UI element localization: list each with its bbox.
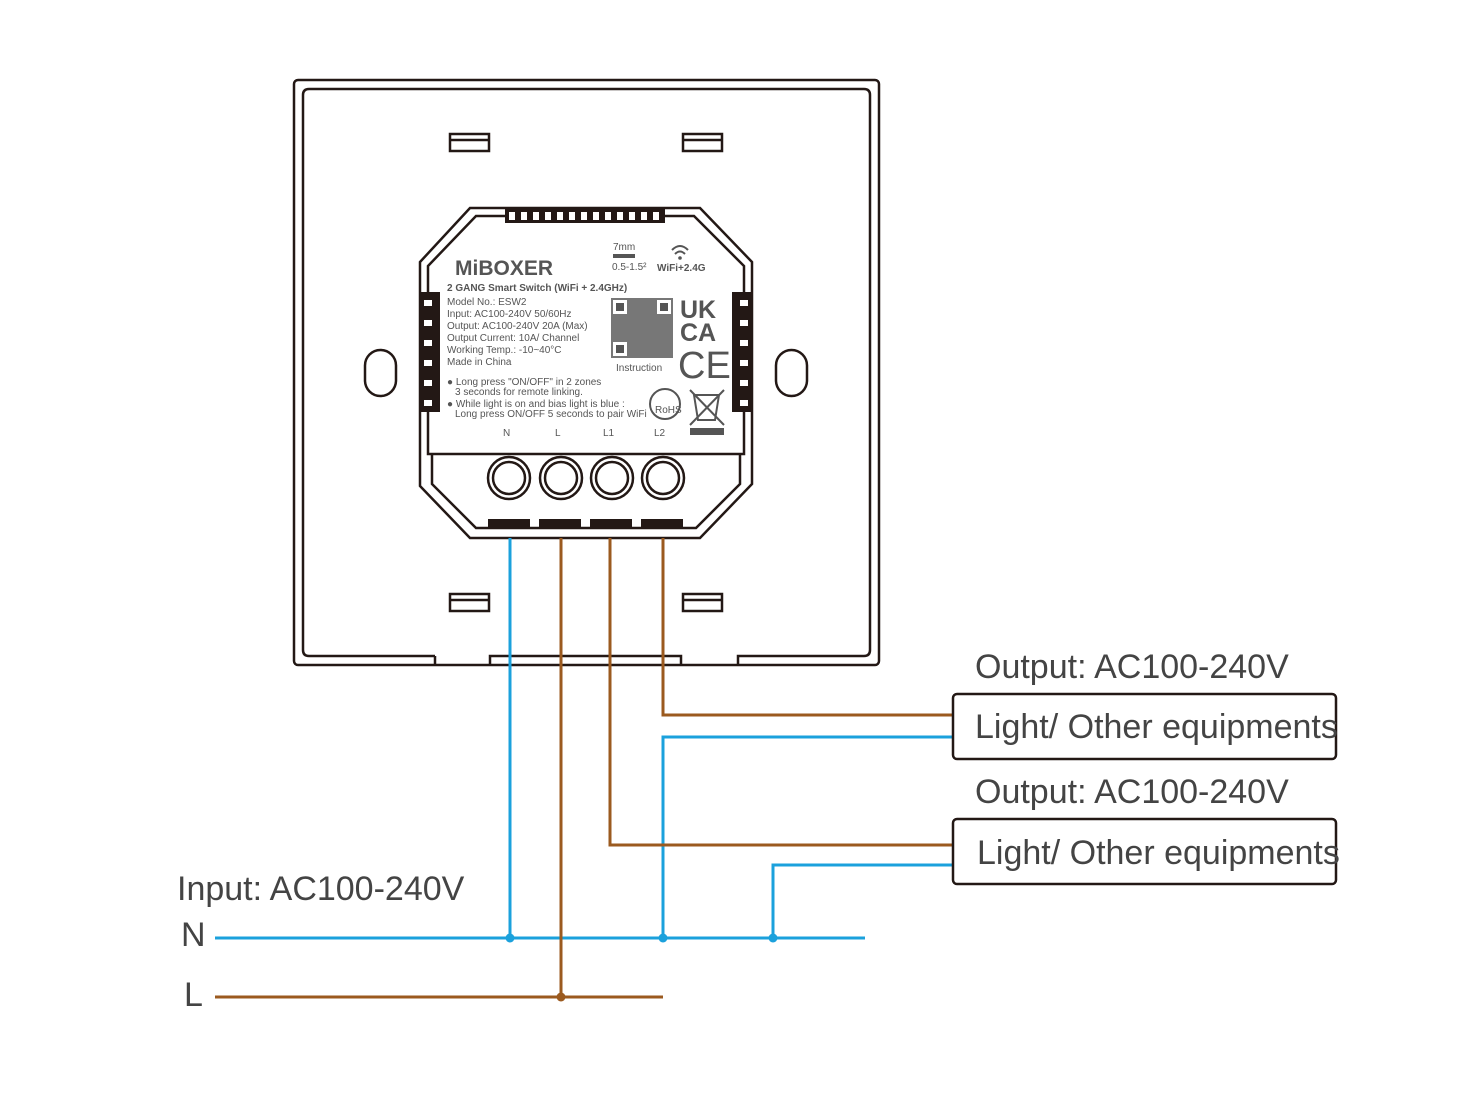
mount-slot (681, 592, 724, 613)
ukca-mark: UK (680, 296, 716, 324)
mount-slot (681, 132, 724, 153)
terminal-label-n: N (503, 428, 510, 439)
neutral-wire-output-1 (661, 735, 953, 938)
load-box (951, 692, 1338, 761)
neutral-label: N (181, 916, 206, 954)
weee-bar (690, 428, 724, 435)
terminal-label-l1: L1 (603, 428, 615, 439)
wifi-icon (671, 245, 689, 255)
wifi-label: WiFi+2.4G (657, 263, 706, 274)
mount-slot (448, 592, 491, 613)
ukca-mark: CA (680, 319, 716, 347)
l2-output-wire (661, 538, 953, 717)
screw-hole (774, 348, 809, 398)
qr-code-icon (611, 298, 673, 358)
spec-line: Model No.: ESW2 (447, 297, 527, 308)
brand-logo: MiBOXER (455, 257, 553, 280)
spec-line: Input: AC100-240V 50/60Hz (447, 309, 572, 320)
device-label: MiBOXER 7mm 0.5-1.5² WiFi+2.4G 2 GANG Sm… (447, 242, 731, 439)
switch-module (418, 206, 754, 540)
note-line: Long press ON/OFF 5 seconds to pair WiFi (455, 409, 647, 420)
load-box (951, 817, 1338, 886)
wire-size: 0.5-1.5² (612, 262, 647, 273)
spec-line: Working Temp.: -10~40°C (447, 345, 562, 356)
output-title: Output: AC100-240V (975, 773, 1289, 811)
neutral-wire-output-2 (771, 863, 953, 938)
l1-output-wire (608, 538, 953, 847)
load-label: Light/ Other equipments (975, 708, 1338, 746)
switch-panel (292, 78, 881, 667)
spec-line: Made in China (447, 357, 512, 368)
input-title: Input: AC100-240V (177, 870, 465, 908)
terminal-holes (486, 455, 686, 501)
mount-slot (448, 132, 491, 153)
ce-mark: CE (678, 345, 731, 387)
output-1: Output: AC100-240V Light/ Other equipmen… (951, 648, 1338, 761)
spec-line: Output: AC100-240V 20A (Max) (447, 321, 588, 332)
qr-caption: Instruction (616, 363, 662, 374)
strip-length: 7mm (613, 242, 635, 253)
output-title: Output: AC100-240V (975, 648, 1289, 686)
live-label: L (184, 976, 203, 1014)
spec-line: Output Current: 10A/ Channel (447, 333, 579, 344)
terminal-label-l: L (555, 428, 561, 439)
product-name: 2 GANG Smart Switch (WiFi + 2.4GHz) (447, 283, 627, 294)
output-2: Output: AC100-240V Light/ Other equipmen… (951, 773, 1340, 886)
screw-hole (363, 348, 398, 398)
rohs-label: RoHS (655, 405, 682, 416)
junction-dots (505, 933, 778, 1002)
weee-bin-icon (689, 389, 725, 426)
input-section: Input: AC100-240V N L (177, 870, 465, 1014)
wire-icon (613, 254, 635, 258)
terminal-label-l2: L2 (654, 428, 666, 439)
rohs-icon (649, 388, 681, 420)
note-line: ● While light is on and bias light is bl… (447, 399, 625, 410)
load-label: Light/ Other equipments (977, 834, 1340, 872)
note-line: ● Long press "ON/OFF" in 2 zones (447, 377, 601, 388)
note-line: 3 seconds for remote linking. (455, 387, 583, 398)
